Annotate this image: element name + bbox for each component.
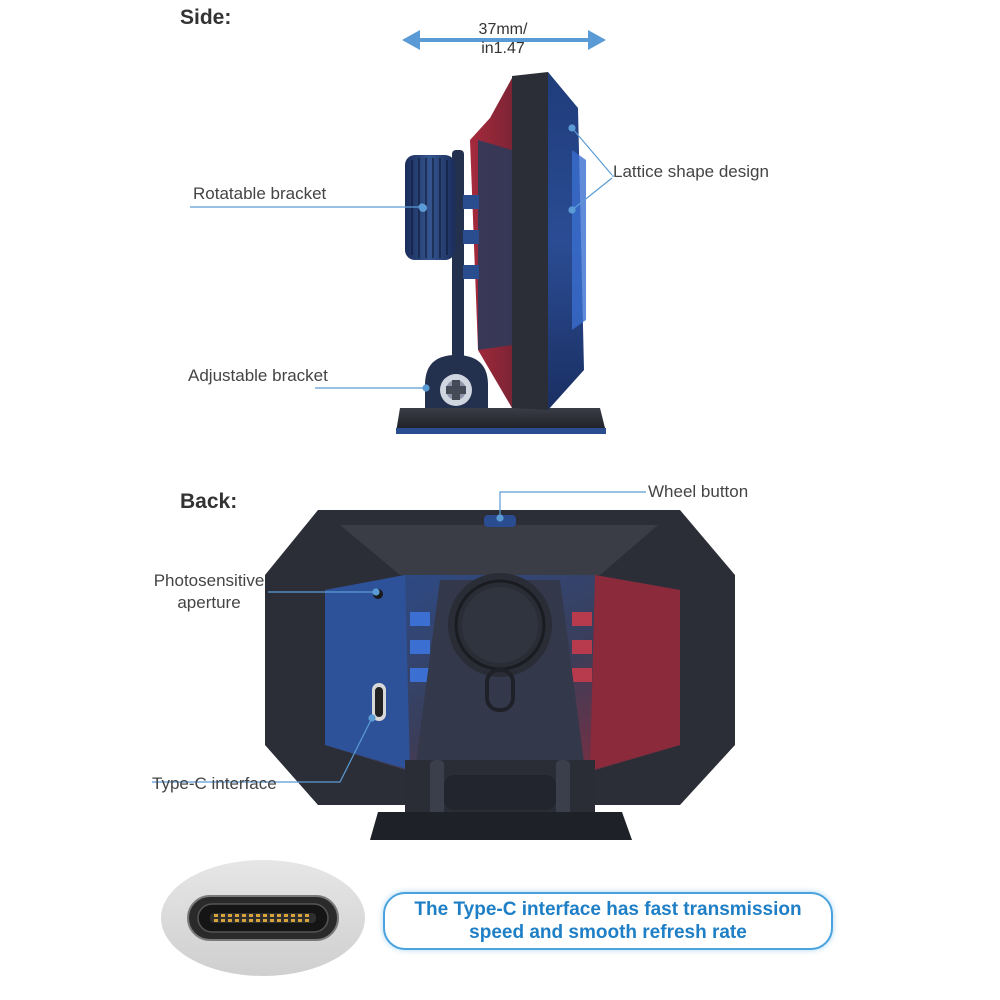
type-c-closeup bbox=[161, 860, 365, 976]
photosensitive-aperture-label: Photosensitive aperture bbox=[144, 570, 274, 614]
rotatable-bracket-label: Rotatable bracket bbox=[193, 184, 327, 203]
side-heading: Side: bbox=[180, 6, 232, 29]
back-heading: Back: bbox=[180, 490, 238, 513]
back-view-device bbox=[265, 510, 735, 840]
feature-callout-line2: speed and smooth refresh rate bbox=[469, 922, 747, 943]
dimension-line2: in1.47 bbox=[481, 40, 525, 57]
feature-callout-line1: The Type-C interface has fast transmissi… bbox=[414, 899, 802, 920]
dimension-line1: 37mm/ bbox=[478, 21, 528, 38]
wheel-button-label: Wheel button bbox=[648, 482, 749, 501]
lattice-shape-design-label: Lattice shape design bbox=[613, 162, 769, 181]
photosensitive-line1: Photosensitive bbox=[153, 571, 265, 590]
side-view-device bbox=[396, 72, 606, 434]
feature-callout-text: The Type-C interface has fast transmissi… bbox=[393, 898, 823, 944]
type-c-interface-label: Type-C interface bbox=[152, 774, 277, 793]
adjustable-bracket-label: Adjustable bracket bbox=[188, 366, 328, 385]
dimension-label: 37mm/ in1.47 bbox=[462, 20, 544, 58]
dimension-arrow bbox=[402, 30, 606, 50]
side-leader-lines bbox=[190, 124, 614, 392]
feature-callout-box: The Type-C interface has fast transmissi… bbox=[383, 892, 833, 950]
photosensitive-line2: aperture bbox=[177, 593, 241, 612]
back-leader-lines bbox=[152, 491, 646, 783]
